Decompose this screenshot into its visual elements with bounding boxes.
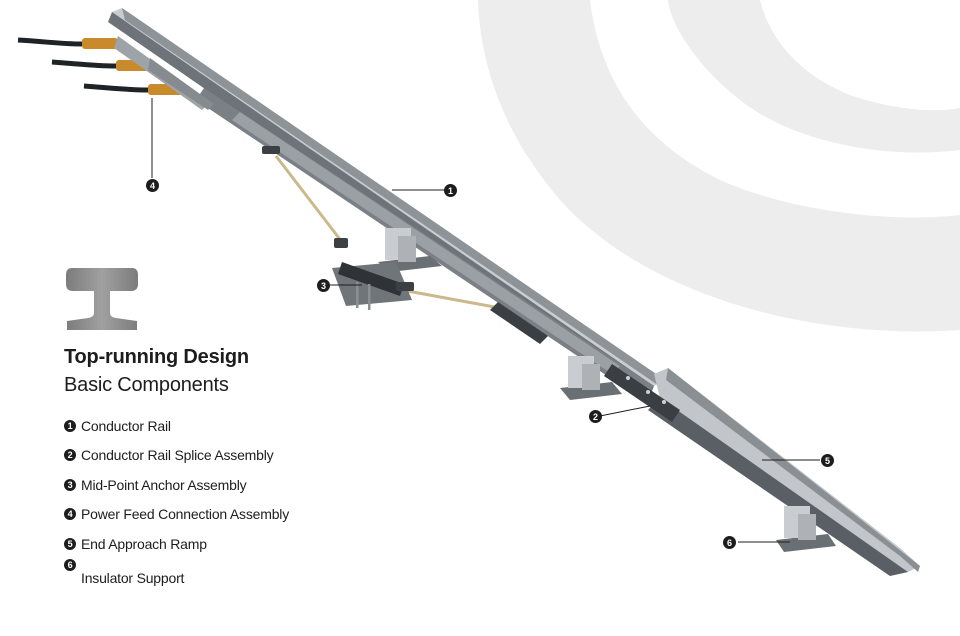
design-subtitle: Basic Components: [64, 374, 229, 396]
legend-item: 4 Power Feed Connection Assembly: [64, 500, 289, 530]
legend-item: 1 Conductor Rail: [64, 411, 289, 441]
legend-label: Insulator Support: [81, 569, 185, 586]
legend-number: 2: [64, 449, 76, 462]
legend-label: Conductor Rail: [81, 417, 171, 434]
legend-item: 6 Insulator Support: [64, 558, 289, 593]
legend-label: Mid-Point Anchor Assembly: [81, 476, 247, 493]
insulator-support-2: [560, 356, 622, 400]
legend-number: 4: [64, 508, 76, 521]
callout-4: 4: [146, 179, 159, 192]
legend-label: Power Feed Connection Assembly: [81, 506, 289, 523]
legend-item: 2 Conductor Rail Splice Assembly: [64, 441, 289, 471]
legend-item: 5 End Approach Ramp: [64, 529, 289, 559]
legend-number: 6: [64, 558, 76, 571]
conductor-rail: [108, 8, 668, 398]
insulator-support-3: [776, 506, 836, 552]
legend-label: Conductor Rail Splice Assembly: [81, 447, 274, 464]
power-feed-connection-assembly: [17, 36, 214, 178]
legend-item: 3 Mid-Point Anchor Assembly: [64, 470, 289, 500]
callout-2: 2: [589, 410, 602, 423]
rail-profile-icon: [66, 268, 138, 330]
legend-number: 5: [64, 537, 76, 550]
design-title: Top-running Design: [64, 346, 249, 368]
callout-1: 1: [444, 184, 457, 197]
background-swirl-watermark: [478, 0, 960, 332]
end-approach-ramp: [648, 368, 920, 576]
leader-lines: [330, 189, 820, 543]
mid-point-anchor-assembly: [262, 146, 548, 344]
legend-number: 1: [64, 419, 76, 432]
callout-3: 3: [317, 279, 330, 292]
callout-6: 6: [723, 536, 736, 549]
callout-5: 5: [821, 454, 834, 467]
splice-assembly: [604, 364, 680, 422]
legend-number: 3: [64, 478, 76, 491]
legend-label: End Approach Ramp: [81, 535, 207, 552]
component-legend: 1 Conductor Rail 2 Conductor Rail Splice…: [64, 411, 289, 593]
